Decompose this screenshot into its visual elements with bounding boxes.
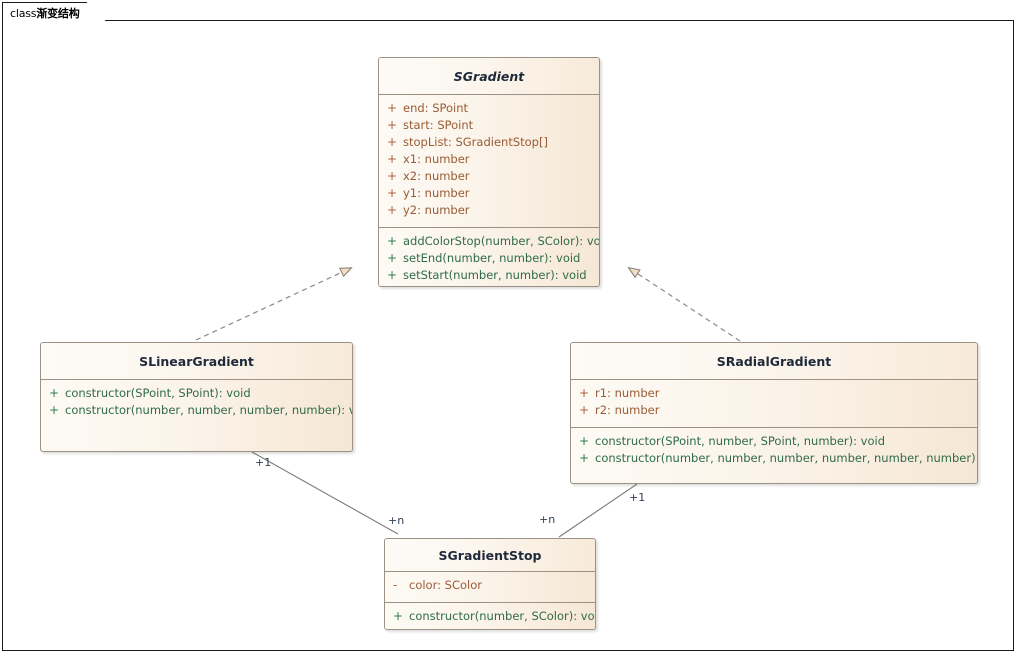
attribute-row: + y1: number bbox=[379, 186, 599, 203]
visibility-marker: + bbox=[387, 234, 398, 248]
visibility-marker: + bbox=[579, 451, 590, 465]
diagram-frame-title: 渐变结构 bbox=[36, 6, 80, 20]
method-label: constructor(number, number, number, numb… bbox=[595, 451, 978, 465]
method-row: + constructor(number, SColor): void bbox=[385, 609, 595, 626]
method-label: constructor(number, number, number, numb… bbox=[65, 403, 353, 417]
attribute-label: y1: number bbox=[403, 186, 470, 200]
attributes-compartment-sgradientstop: - color: SColor bbox=[385, 572, 595, 603]
visibility-marker: + bbox=[579, 403, 590, 417]
attribute-label: x2: number bbox=[403, 169, 470, 183]
attribute-row: - color: SColor bbox=[385, 578, 595, 595]
attribute-row: + r1: number bbox=[571, 386, 977, 403]
attributes-compartment-sradialgradient: + r1: number + r2: number bbox=[571, 380, 977, 428]
method-row: + constructor(SPoint, number, SPoint, nu… bbox=[571, 434, 977, 451]
attribute-row: + x2: number bbox=[379, 169, 599, 186]
attribute-label: stopList: SGradientStop[] bbox=[403, 135, 548, 149]
visibility-marker: + bbox=[387, 101, 398, 115]
method-label: setStart(number, number): void bbox=[403, 268, 587, 282]
visibility-marker: + bbox=[387, 203, 398, 217]
visibility-marker: + bbox=[579, 434, 590, 448]
methods-compartment-sgradientstop: + constructor(number, SColor): void bbox=[385, 603, 595, 629]
visibility-marker: + bbox=[387, 251, 398, 265]
multiplicity-stop-right-target: +n bbox=[539, 513, 556, 526]
methods-compartment-sradialgradient: + constructor(SPoint, number, SPoint, nu… bbox=[571, 428, 977, 475]
diagram-frame bbox=[2, 20, 1014, 651]
class-box-sradialgradient[interactable]: SRadialGradient + r1: number + r2: numbe… bbox=[570, 342, 978, 484]
attribute-label: r1: number bbox=[595, 386, 660, 400]
visibility-marker: + bbox=[387, 186, 398, 200]
class-header-sradialgradient: SRadialGradient bbox=[571, 343, 977, 380]
visibility-marker: + bbox=[387, 152, 398, 166]
class-name-sradialgradient: SRadialGradient bbox=[716, 353, 832, 369]
method-label: addColorStop(number, SColor): void bbox=[403, 234, 600, 248]
method-label: constructor(SPoint, number, SPoint, numb… bbox=[595, 434, 886, 448]
class-name-sgradientstop: SGradientStop bbox=[438, 547, 542, 563]
method-label: constructor(SPoint, SPoint): void bbox=[65, 386, 251, 400]
method-row: + setStart(number, number): void bbox=[379, 268, 599, 285]
visibility-marker: + bbox=[387, 169, 398, 183]
visibility-marker: + bbox=[387, 268, 398, 282]
method-row: + constructor(SPoint, SPoint): void bbox=[41, 386, 352, 403]
class-box-slineargradient[interactable]: SLinearGradient + constructor(SPoint, SP… bbox=[40, 342, 353, 452]
class-header-sgradientstop: SGradientStop bbox=[385, 539, 595, 572]
method-row: + addColorStop(number, SColor): void bbox=[379, 234, 599, 251]
class-name-sgradient: SGradient bbox=[453, 68, 525, 84]
attribute-label: start: SPoint bbox=[403, 118, 474, 132]
attribute-row: + start: SPoint bbox=[379, 118, 599, 135]
diagram-frame-tab-label: class渐变结构 bbox=[10, 5, 80, 21]
class-header-slineargradient: SLinearGradient bbox=[41, 343, 352, 380]
attribute-row: + r2: number bbox=[571, 403, 977, 420]
class-box-sgradientstop[interactable]: SGradientStop - color: SColor + construc… bbox=[384, 538, 596, 630]
visibility-marker: + bbox=[387, 135, 398, 149]
methods-compartment-slineargradient: + constructor(SPoint, SPoint): void + co… bbox=[41, 380, 352, 427]
class-name-slineargradient: SLinearGradient bbox=[139, 353, 254, 369]
attribute-row: + y2: number bbox=[379, 203, 599, 220]
method-row: + constructor(number, number, number, nu… bbox=[571, 451, 977, 468]
method-label: setEnd(number, number): void bbox=[403, 251, 581, 265]
attribute-label: end: SPoint bbox=[403, 101, 469, 115]
diagram-frame-keyword: class bbox=[10, 6, 37, 20]
multiplicity-linear-source: +1 bbox=[255, 456, 272, 469]
attribute-row: + end: SPoint bbox=[379, 101, 599, 118]
visibility-marker: + bbox=[387, 118, 398, 132]
visibility-marker: - bbox=[393, 578, 398, 592]
attribute-row: + x1: number bbox=[379, 152, 599, 169]
attribute-label: r2: number bbox=[595, 403, 660, 417]
methods-compartment-sgradient: + addColorStop(number, SColor): void + s… bbox=[379, 228, 599, 286]
visibility-marker: + bbox=[393, 609, 404, 623]
multiplicity-radial-source: +1 bbox=[629, 491, 646, 504]
multiplicity-stop-left-target: +n bbox=[388, 514, 405, 527]
visibility-marker: + bbox=[49, 386, 60, 400]
visibility-marker: + bbox=[49, 403, 60, 417]
method-row: + setEnd(number, number): void bbox=[379, 251, 599, 268]
attribute-label: color: SColor bbox=[409, 578, 482, 592]
attribute-label: y2: number bbox=[403, 203, 470, 217]
method-label: constructor(number, SColor): void bbox=[409, 609, 596, 623]
method-row: + constructor(number, number, number, nu… bbox=[41, 403, 352, 420]
visibility-marker: + bbox=[579, 386, 590, 400]
attribute-label: x1: number bbox=[403, 152, 470, 166]
class-box-sgradient[interactable]: SGradient + end: SPoint + start: SPoint … bbox=[378, 57, 600, 287]
attribute-row: + stopList: SGradientStop[] bbox=[379, 135, 599, 152]
attributes-compartment-sgradient: + end: SPoint + start: SPoint + stopList… bbox=[379, 95, 599, 228]
diagram-frame-tab[interactable]: class渐变结构 bbox=[2, 2, 107, 22]
class-header-sgradient: SGradient bbox=[379, 58, 599, 95]
